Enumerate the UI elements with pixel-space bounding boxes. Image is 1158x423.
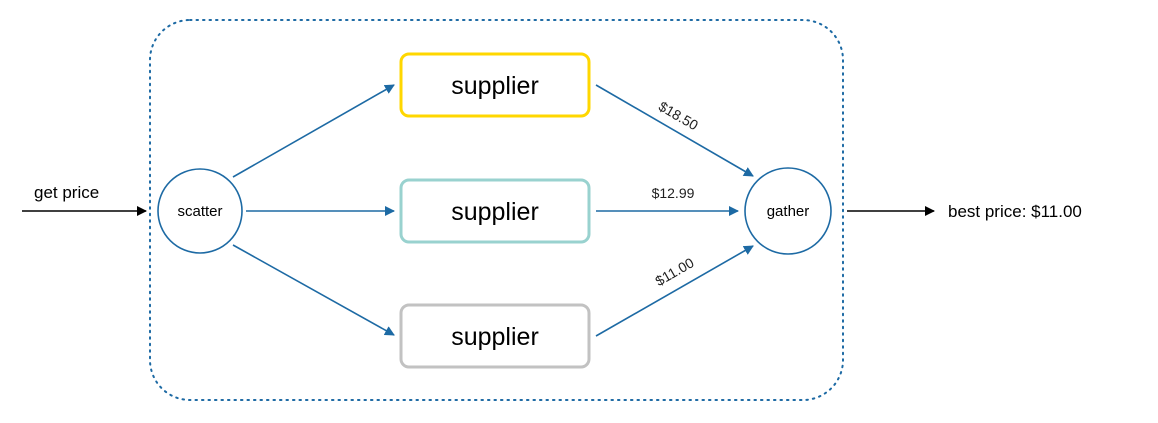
- supplier-box-2: [399, 178, 591, 244]
- supplier-box-1: [399, 52, 591, 118]
- gather-node: [744, 167, 832, 255]
- price-label-1: $18.50: [656, 98, 701, 133]
- gather-label: gather: [767, 203, 810, 220]
- supplier-box-3: [399, 303, 591, 369]
- supplier-label-2: supplier: [451, 198, 539, 226]
- edge-scatter-supplier-1: [232, 84, 395, 178]
- supplier-label-3: supplier: [451, 323, 539, 351]
- edge-supplier-1-gather: [595, 84, 754, 177]
- edge-supplier-3-gather: [595, 245, 754, 337]
- price-label-3: $11.00: [652, 254, 696, 289]
- system-boundary: [149, 19, 844, 401]
- scatter-label: scatter: [177, 203, 222, 220]
- price-label-2: $12.99: [652, 185, 695, 201]
- edge-scatter-supplier-3: [232, 244, 395, 336]
- scatter-node: [157, 168, 243, 254]
- input-label: get price: [34, 183, 99, 202]
- output-label: best price: $11.00: [948, 202, 1082, 221]
- supplier-label-1: supplier: [451, 72, 539, 100]
